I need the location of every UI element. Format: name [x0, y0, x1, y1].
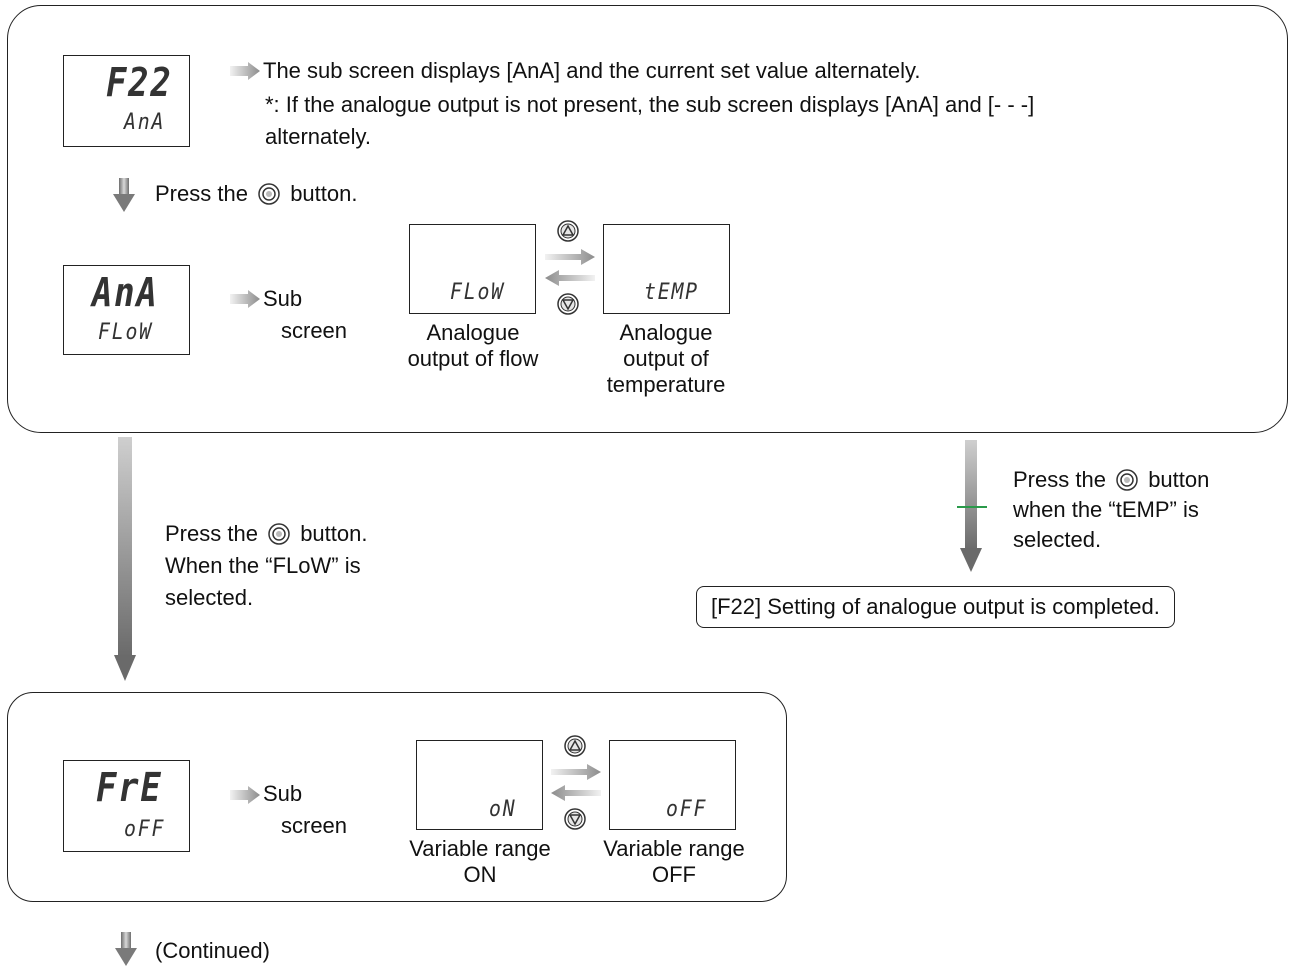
lcd-sub-text: FLoW — [98, 320, 153, 345]
lcd-main-text: AnA — [92, 270, 159, 316]
press-suffix: button. — [290, 181, 358, 206]
up-button-icon[interactable] — [557, 220, 579, 242]
press-set-instruction: Press the button. — [155, 181, 357, 207]
continued-label: (Continued) — [155, 938, 270, 963]
left-branch-prefix: Press the — [165, 521, 258, 546]
lcd-sub-text: AnA — [124, 110, 166, 135]
right-branch-suffix: button — [1148, 467, 1210, 492]
green-tick-mark — [957, 506, 987, 508]
set-button-icon[interactable] — [268, 523, 290, 545]
lcd-option-off: oFF — [609, 740, 736, 830]
right-arrow-icon — [545, 249, 595, 265]
option-flow-label-2: output of flow — [407, 346, 539, 371]
right-branch-instruction: Press the button when the “tEMP” is sele… — [1013, 465, 1209, 555]
lcd-main-text: FrE — [96, 765, 163, 811]
sub-label-1: Sub — [263, 286, 303, 311]
right-arrow-icon — [230, 290, 260, 308]
right-branch-line3: selected. — [1013, 527, 1102, 552]
left-arrow-icon — [551, 785, 601, 801]
lcd-main-text: F22 — [106, 60, 173, 106]
lcd-sub-text: oFF — [124, 817, 166, 842]
option-temp-label-2: output of — [623, 346, 709, 371]
option-temp-label-3: temperature — [606, 372, 726, 397]
sub-label-1: Sub — [263, 781, 303, 806]
f22-desc-line2: *: If the analogue output is not present… — [265, 92, 1035, 117]
right-branch-line1: Press the button — [1013, 465, 1209, 495]
f22-panel — [7, 5, 1288, 433]
lcd-option-text: oFF — [666, 797, 708, 822]
option-temp-label: Analogue output of temperature — [586, 320, 746, 398]
down-button-icon[interactable] — [564, 808, 586, 830]
lcd-option-temp: tEMP — [603, 224, 730, 314]
lcd-option-text: oN — [489, 797, 517, 822]
left-branch-instruction: Press the button. When the “FLoW” is sel… — [165, 518, 367, 614]
completion-message: [F22] Setting of analogue output is comp… — [696, 586, 1175, 628]
left-arrow-icon — [545, 270, 595, 286]
right-arrow-icon — [230, 62, 260, 80]
lcd-f22: F22 AnA — [63, 55, 190, 147]
up-button-icon[interactable] — [564, 735, 586, 757]
lcd-fre: FrE oFF — [63, 760, 190, 852]
fre-panel — [7, 692, 787, 902]
right-arrow-icon — [230, 786, 260, 804]
down-button-icon[interactable] — [557, 293, 579, 315]
option-flow-label-1: Analogue — [426, 320, 520, 345]
down-arrow-icon — [960, 440, 982, 572]
option-off-label: Variable range OFF — [588, 836, 760, 888]
set-button-icon[interactable] — [1116, 469, 1138, 491]
lcd-option-text: FLoW — [450, 280, 505, 305]
option-on-label-2: ON — [463, 862, 497, 887]
sub-label-2: screen — [281, 813, 348, 838]
sub-label-2: screen — [281, 318, 348, 343]
down-arrow-icon — [113, 178, 135, 212]
option-flow-label: Analogue output of flow — [388, 320, 558, 372]
lcd-option-on: oN — [416, 740, 543, 830]
set-button-icon[interactable] — [258, 183, 280, 205]
lcd-ana: AnA FLoW — [63, 265, 190, 355]
left-branch-suffix: button. — [300, 521, 368, 546]
down-arrow-icon — [114, 437, 136, 681]
lcd-option-text: tEMP — [644, 280, 699, 305]
right-branch-line2: when the “tEMP” is — [1013, 497, 1199, 522]
left-branch-line2: When the “FLoW” is — [165, 553, 361, 578]
f22-desc-line1: The sub screen displays [AnA] and the cu… — [263, 58, 921, 83]
option-off-label-1: Variable range — [603, 836, 745, 861]
right-branch-prefix: Press the — [1013, 467, 1106, 492]
right-arrow-icon — [551, 764, 601, 780]
left-branch-line1: Press the button. — [165, 518, 367, 550]
down-arrow-icon — [115, 932, 137, 966]
option-on-label: Variable range ON — [394, 836, 566, 888]
press-prefix: Press the — [155, 181, 248, 206]
left-branch-line3: selected. — [165, 585, 254, 610]
option-temp-label-1: Analogue — [619, 320, 713, 345]
option-on-label-1: Variable range — [409, 836, 551, 861]
lcd-option-flow: FLoW — [409, 224, 536, 314]
f22-desc-line3: alternately. — [265, 124, 371, 149]
option-off-label-2: OFF — [652, 862, 696, 887]
